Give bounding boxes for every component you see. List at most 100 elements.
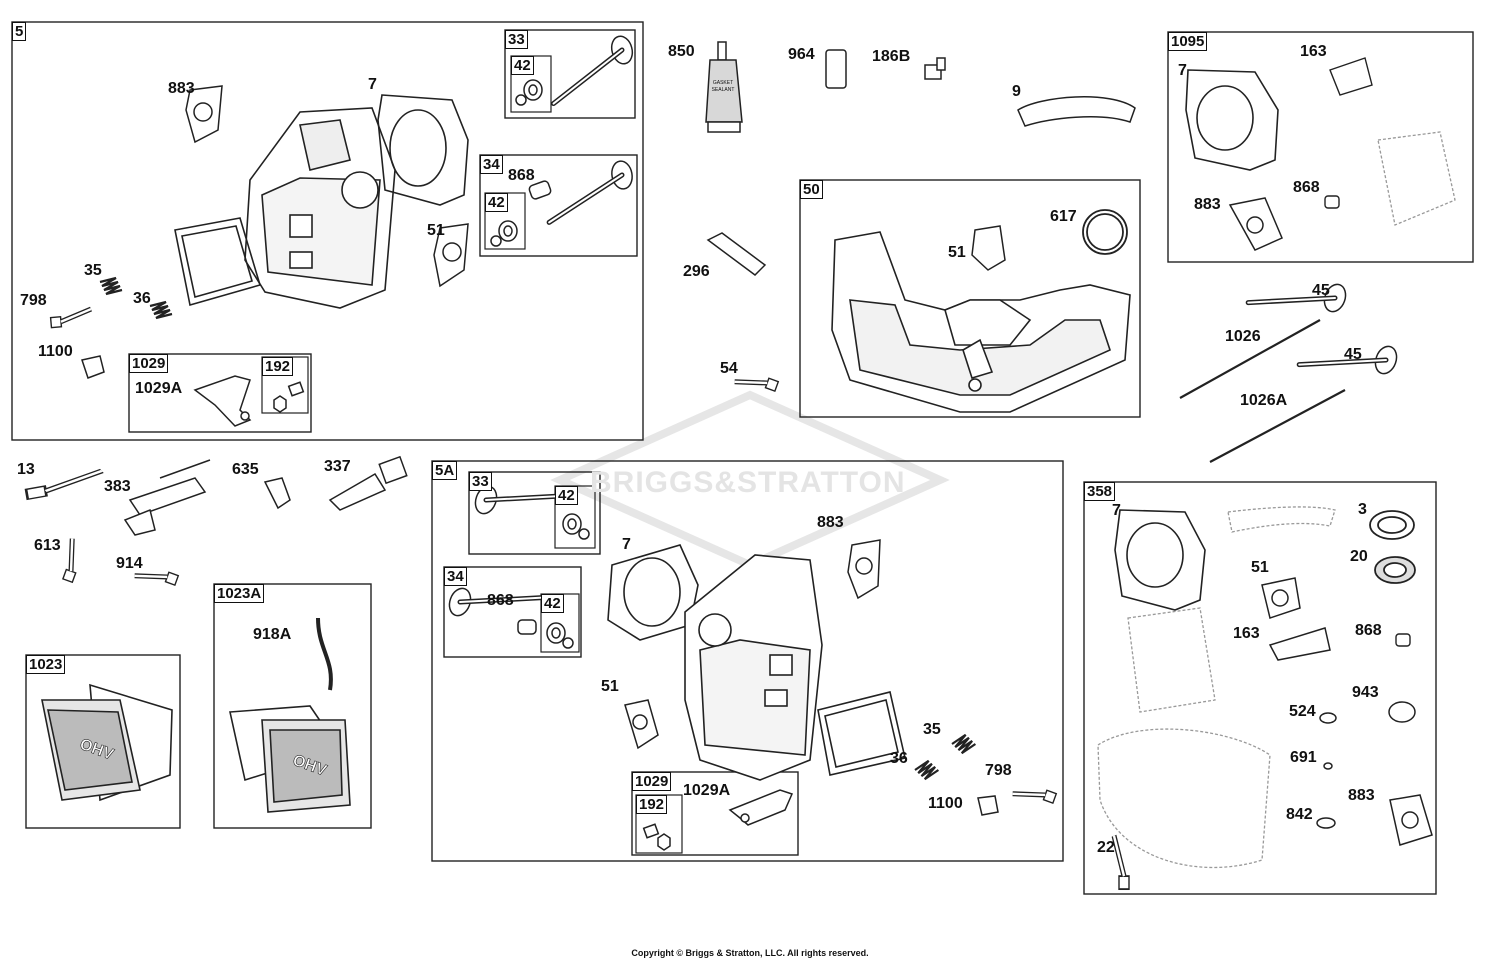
box-358	[1083, 481, 1437, 895]
box-label-192: 192	[636, 795, 668, 814]
gasket-icon	[1261, 577, 1331, 661]
valve-cover-gasket-icon	[174, 217, 261, 307]
box-34-bottom	[443, 566, 582, 658]
screw-icon	[58, 539, 86, 583]
box-label-1095: 1095	[1168, 32, 1208, 51]
callout-691: 691	[1290, 749, 1317, 766]
intake-manifold-icon	[831, 231, 1131, 413]
spring-icon	[949, 731, 978, 757]
spring-icon	[912, 757, 941, 783]
callout-54: 54	[720, 360, 738, 377]
manifold-gasket-icon	[971, 225, 1006, 271]
head-gasket-icon	[1185, 69, 1279, 171]
box-label-1023: 1023	[26, 655, 66, 674]
callout-20: 20	[1350, 548, 1368, 565]
gasket-icon	[1389, 794, 1433, 846]
box-label-1029: 1029	[129, 354, 169, 373]
callout-798: 798	[985, 762, 1012, 779]
callout-7: 7	[622, 536, 631, 553]
box-label-50: 50	[800, 180, 823, 199]
box-label-34: 34	[444, 567, 467, 586]
callout-51: 51	[427, 222, 445, 239]
callout-524: 524	[1289, 703, 1316, 720]
box-label-34: 34	[480, 155, 503, 174]
valve-seal-icon	[1324, 195, 1340, 209]
callout-51: 51	[1251, 559, 1269, 576]
box-5	[11, 21, 644, 441]
callout-868: 868	[487, 592, 514, 609]
callout-1100: 1100	[38, 343, 73, 360]
nut-icon	[642, 823, 671, 851]
box-1023	[25, 654, 181, 829]
callout-51: 51	[948, 244, 966, 261]
valve-icon	[1248, 257, 1349, 333]
o-ring-icon	[1082, 209, 1128, 255]
cover-gasket-icon	[1097, 607, 1271, 869]
watermark-logo	[550, 390, 950, 570]
tube-text-1: GASKET	[713, 80, 733, 86]
box-label-42: 42	[511, 56, 534, 75]
exhaust-gasket-icon	[185, 85, 223, 144]
gasket-icon	[1228, 197, 1283, 251]
head-gasket-icon	[377, 94, 469, 206]
callout-13: 13	[17, 461, 35, 478]
callout-964: 964	[788, 46, 815, 63]
callout-36: 36	[890, 750, 908, 767]
valve-icon	[541, 34, 640, 104]
elbow-icon	[263, 477, 291, 510]
box-5A	[431, 460, 1064, 862]
screw-icon	[735, 368, 779, 396]
box-label-42: 42	[485, 193, 508, 212]
fitting-icon	[924, 57, 946, 80]
head-gasket-icon	[1114, 509, 1206, 611]
intake-gasket-long-icon	[1227, 506, 1336, 533]
box-33-top	[504, 29, 636, 119]
box-1029-top	[128, 353, 312, 433]
tube-text-2: SEALANT	[712, 87, 735, 93]
callout-613: 613	[34, 537, 61, 554]
valve-seal-icon	[1395, 633, 1411, 647]
valve-icon	[541, 159, 638, 222]
box-label-358: 358	[1084, 482, 1116, 501]
nut-icon	[273, 381, 305, 413]
intake-gasket-long-icon	[1017, 96, 1136, 127]
spring-icon	[98, 276, 124, 296]
callout-35: 35	[923, 721, 941, 738]
intake-gasket-icon	[624, 699, 659, 750]
callout-868: 868	[508, 167, 535, 184]
bolt-icon	[1114, 836, 1129, 889]
callout-45: 45	[1344, 346, 1362, 363]
valve-retainer-icon	[490, 79, 543, 247]
valve-retainer-icon	[517, 513, 590, 649]
valve-cover-ohv-icon: OHV	[229, 705, 351, 813]
callout-918A: 918A	[253, 626, 292, 643]
callout-163: 163	[1300, 43, 1327, 60]
callout-7: 7	[1112, 502, 1121, 519]
cylinder-head-icon	[244, 107, 396, 309]
callout-22: 22	[1097, 839, 1115, 856]
box-label-1029: 1029	[632, 772, 672, 791]
valve-cover-gasket-icon	[817, 691, 906, 776]
callout-883: 883	[817, 514, 844, 531]
callout-7: 7	[1178, 62, 1187, 79]
callout-617: 617	[1050, 208, 1077, 225]
callout-9: 9	[1012, 83, 1021, 100]
spring-icon	[148, 300, 174, 320]
dowel-pin-icon	[825, 49, 847, 89]
callout-51: 51	[601, 678, 619, 695]
intake-gasket-icon	[433, 223, 469, 288]
callout-635: 635	[232, 461, 259, 478]
breather-tube-icon	[316, 617, 333, 691]
callout-943: 943	[1352, 684, 1379, 701]
spark-plug-icon	[328, 455, 408, 511]
push-rod-icon	[1179, 319, 1346, 463]
callout-3: 3	[1358, 501, 1367, 518]
box-label-42: 42	[541, 594, 564, 613]
oil-seal-icon	[1369, 510, 1416, 584]
box-1095	[1167, 31, 1474, 263]
o-ring-icon	[1316, 701, 1416, 829]
callout-337: 337	[324, 458, 351, 475]
callout-850: 850	[668, 43, 695, 60]
box-34-top	[479, 154, 638, 257]
callout-186B: 186B	[872, 48, 911, 65]
